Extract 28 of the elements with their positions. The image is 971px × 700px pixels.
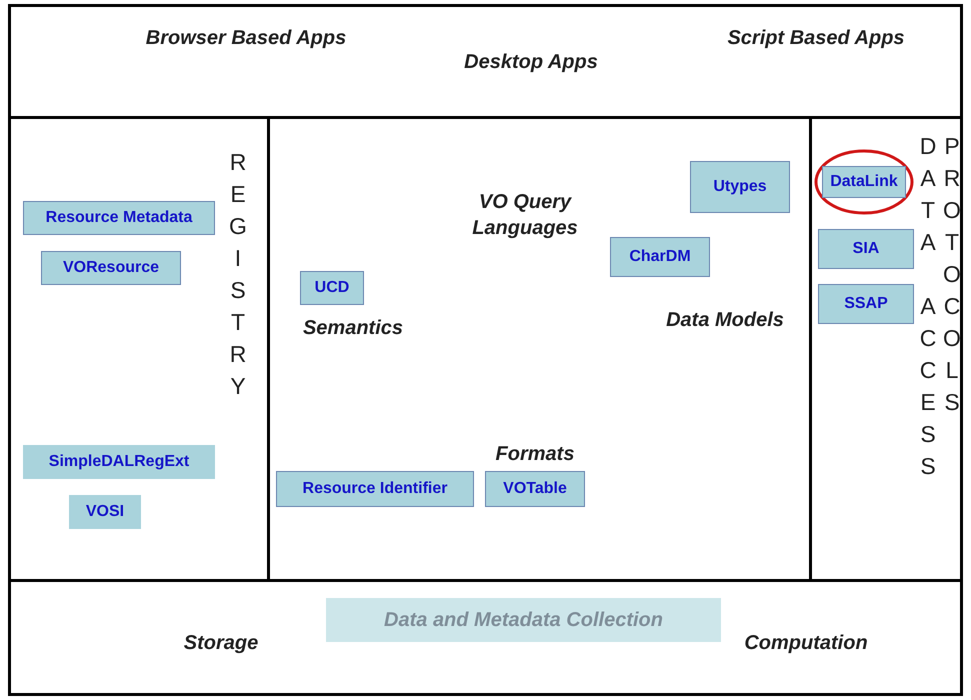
spec-box: VOTable [485, 471, 585, 507]
layer-heading: Storage [182, 631, 260, 656]
spec-box: UCD [300, 271, 364, 305]
vertical-section-title: PROTOCOLS [939, 133, 965, 421]
spec-box: SSAP [818, 284, 914, 324]
layer-heading: Browser Based Apps [144, 26, 348, 51]
vertical-section-title: REGISTRY [225, 149, 251, 405]
spec-box: SimpleDALRegExt [23, 445, 215, 479]
vertical-section-title: DATA ACCESS [915, 133, 941, 485]
spec-box: Utypes [690, 161, 790, 213]
section-panel [8, 4, 963, 119]
layer-heading: Computation [743, 631, 869, 656]
layer-heading: Data Models [665, 308, 785, 333]
spec-box: Resource Identifier [276, 471, 474, 507]
layer-heading: Desktop Apps [463, 50, 599, 75]
layer-heading: Formats [494, 442, 576, 467]
spec-box: VOSI [69, 495, 141, 529]
layer-heading: Script Based Apps [726, 26, 906, 51]
spec-box: CharDM [610, 237, 710, 277]
spec-box: SIA [818, 229, 914, 269]
spec-box: Resource Metadata [23, 201, 215, 235]
layer-heading: Semantics [302, 316, 404, 341]
highlight-ellipse [814, 149, 914, 215]
layer-heading: VO Query Languages [471, 190, 579, 241]
spec-box: DataLink [822, 166, 906, 198]
spec-box: VOResource [41, 251, 181, 285]
section-panel [8, 579, 963, 696]
collection-box: Data and Metadata Collection [326, 598, 721, 642]
